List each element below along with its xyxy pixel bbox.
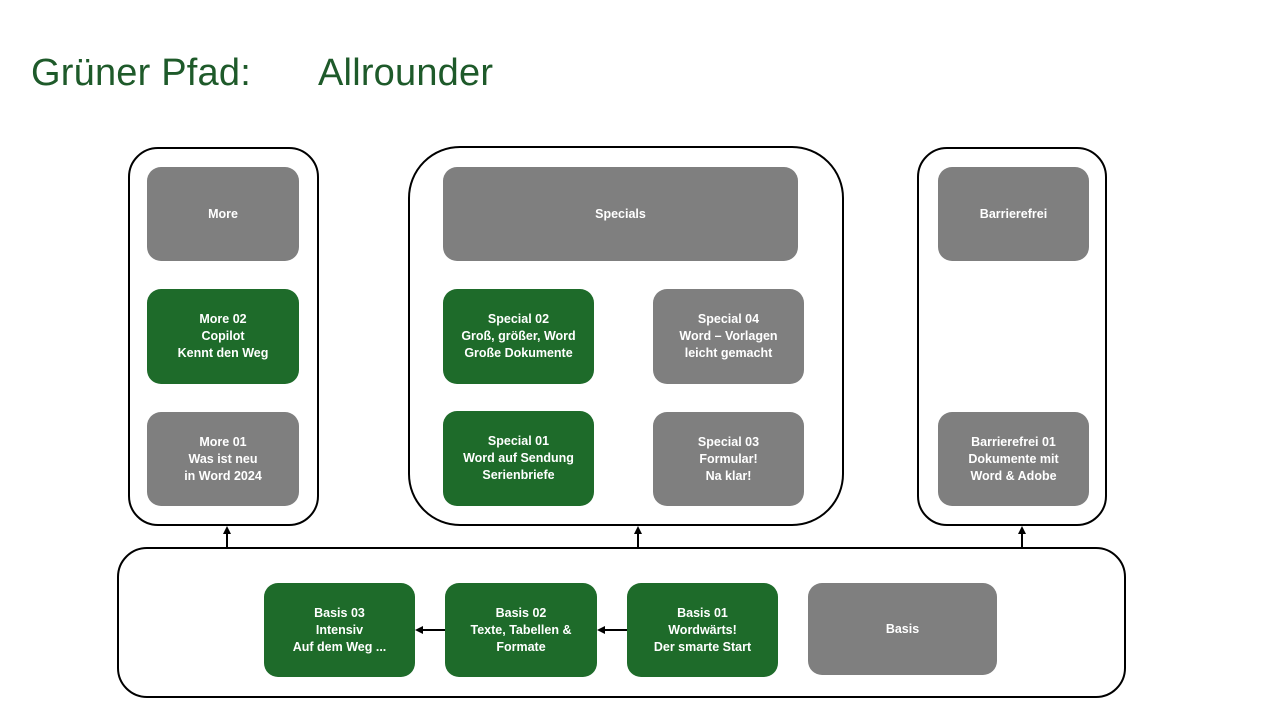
box-line: Formular! [699, 451, 758, 466]
basis-02-box[interactable]: Basis 02 Texte, Tabellen & Formate [445, 583, 597, 677]
box-line: Wordwärts! [668, 622, 737, 637]
box-line: Auf dem Weg ... [292, 639, 387, 654]
box-line: Special 04 [697, 312, 760, 326]
box-line: Basis 01 [677, 605, 728, 620]
title-path-label: Grüner Pfad: [31, 52, 251, 94]
box-line: Special 01 [487, 434, 550, 448]
box-line: Kennt den Weg [177, 346, 269, 360]
box-line: More 01 [199, 434, 247, 449]
box-line: Formate [496, 639, 546, 654]
box-line: Copilot [201, 329, 245, 343]
box-line: Dokumente mit [968, 451, 1059, 466]
box-line: Na klar! [705, 468, 752, 483]
special-04-box[interactable]: Special 04 Word – Vorlagen leicht gemach… [653, 289, 804, 384]
box-line: Große Dokumente [464, 346, 573, 360]
box-line: Intensiv [315, 622, 364, 637]
specials-header-label: Specials [595, 206, 646, 221]
box-line: Word & Adobe [970, 468, 1057, 483]
barrierefrei-header-box[interactable]: Barrierefrei [938, 167, 1089, 261]
box-line: Word – Vorlagen [679, 329, 778, 343]
box-line: Texte, Tabellen & [470, 622, 572, 637]
box-line: Special 02 [487, 312, 550, 326]
box-line: Serienbriefe [482, 468, 555, 482]
title-path-name: Allrounder [318, 52, 494, 94]
specials-header-box[interactable]: Specials [443, 167, 798, 261]
basis-header-label: Basis [885, 621, 920, 636]
basis-header-box[interactable]: Basis [808, 583, 997, 675]
box-line: Special 03 [697, 434, 760, 449]
box-line: Word auf Sendung [463, 451, 574, 465]
more-01-box[interactable]: More 01 Was ist neu in Word 2024 [147, 412, 299, 506]
box-line: Was ist neu [188, 451, 258, 466]
more-header-label: More [208, 206, 238, 221]
box-line: Der smarte Start [653, 639, 752, 654]
special-01-box[interactable]: Special 01 Word auf Sendung Serienbriefe [443, 411, 594, 506]
more-header-box[interactable]: More [147, 167, 299, 261]
barrierefrei-header-label: Barrierefrei [979, 206, 1048, 221]
box-line: Basis 03 [314, 605, 365, 620]
box-line: Barrierefrei 01 [971, 434, 1056, 449]
box-line: Groß, größer, Word [461, 329, 576, 343]
more-02-box[interactable]: More 02 Copilot Kennt den Weg [147, 289, 299, 384]
basis-03-box[interactable]: Basis 03 Intensiv Auf dem Weg ... [264, 583, 415, 677]
box-line: More 02 [199, 312, 247, 326]
basis-01-box[interactable]: Basis 01 Wordwärts! Der smarte Start [627, 583, 778, 677]
box-line: in Word 2024 [184, 468, 262, 483]
box-line: Basis 02 [495, 605, 547, 620]
box-line: leicht gemacht [684, 346, 773, 360]
barrierefrei-01-box[interactable]: Barrierefrei 01 Dokumente mit Word & Ado… [938, 412, 1089, 506]
special-03-box[interactable]: Special 03 Formular! Na klar! [653, 412, 804, 506]
special-02-box[interactable]: Special 02 Groß, größer, Word Große Doku… [443, 289, 594, 384]
